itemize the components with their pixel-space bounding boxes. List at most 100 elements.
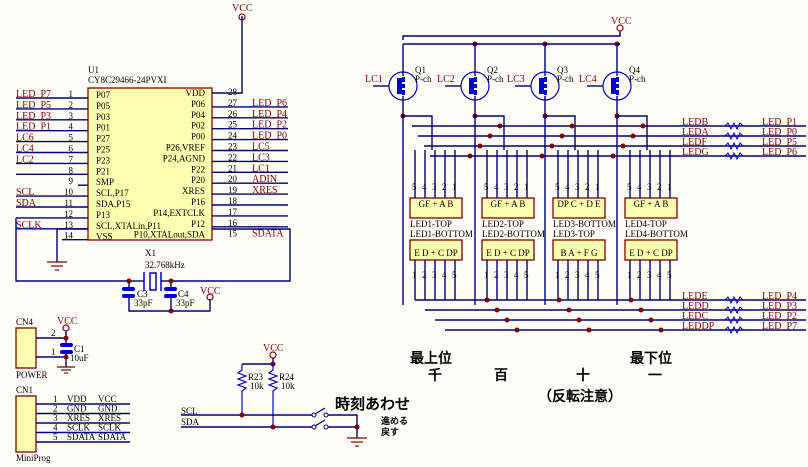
pin-number: 28 — [228, 87, 238, 97]
pin-number: 2 — [657, 182, 662, 192]
led-bottom-box — [624, 239, 678, 261]
led-top-segments: DP C + D E — [557, 199, 601, 209]
segment-net-leddp: LEDDP LED_P7 — [445, 321, 806, 335]
pin-number: 4 — [69, 122, 74, 132]
pin-number: 13 — [64, 220, 74, 230]
pin-number: 5 — [53, 432, 58, 442]
led-top-segments: GF + A B — [491, 199, 526, 209]
pin-number: 4 — [637, 182, 642, 192]
port-label: LED_P0 — [762, 127, 797, 138]
led-label-1: LED2-TOP — [482, 219, 524, 229]
pin-number: 1 — [452, 182, 457, 192]
pin-number: 1 — [53, 394, 58, 404]
pin-number: 14 — [64, 231, 74, 241]
pin-number: 3 — [575, 182, 580, 192]
net-label: SDA — [16, 198, 37, 209]
switch-circuit: VCC R23 10k R24 10k SCL SDA — [181, 343, 410, 447]
pin-number: 20 — [228, 174, 238, 184]
pin-name: P21 — [96, 166, 110, 176]
vcc-symbol — [616, 24, 624, 32]
net-label: SDATA — [98, 432, 127, 442]
ground-icon — [47, 261, 67, 271]
pin-number: 2 — [494, 270, 499, 280]
pin-name: P06 — [191, 99, 206, 109]
pin-number: 19 — [228, 185, 238, 195]
switch-label-back: 戻す — [380, 426, 399, 438]
net-label: SCLK — [98, 423, 122, 433]
transistor-type: P-ch — [415, 74, 432, 84]
led-top-segments: GF + A B — [634, 199, 669, 209]
pin-number: 5 — [627, 182, 632, 192]
r23-ref: R23 — [248, 372, 264, 382]
pin-number: 1 — [595, 182, 600, 192]
pin-number: 18 — [228, 196, 238, 206]
switch-advance[interactable] — [311, 407, 329, 418]
ground-icon — [347, 437, 367, 447]
pin-name: XRES — [67, 413, 90, 423]
pin-number: 15 — [228, 229, 238, 239]
pin-number: 2 — [53, 404, 58, 414]
pin-number: 3 — [647, 182, 652, 192]
switch-label-advance: 進める — [381, 415, 408, 427]
digit-tens: 十 — [576, 367, 590, 384]
led-module-2: GF + A BE D + C DPLED2-TOPLED2-BOTTOM514… — [474, 115, 545, 305]
switch-back[interactable] — [311, 419, 329, 430]
cn4-body — [15, 327, 37, 369]
transistor-type: P-ch — [557, 74, 574, 84]
pin-number: 4 — [422, 182, 427, 192]
pin-name: P27 — [96, 134, 111, 144]
net-label: LED_P3 — [16, 111, 51, 122]
port-label: LED_P7 — [762, 321, 797, 332]
pin-number: 5 — [484, 182, 489, 192]
pin-number: 2 — [637, 270, 642, 280]
pin-name: P24,AGND — [163, 153, 206, 163]
pin-number: 3 — [647, 270, 652, 280]
pin-number: 3 — [575, 270, 580, 280]
pin-name: P25 — [96, 145, 111, 155]
net-label: LC4 — [16, 144, 34, 155]
cn1-ref: CN1 — [16, 385, 33, 395]
cn4-label: POWER — [16, 370, 48, 380]
net-label: LEDG — [682, 147, 709, 158]
pin-name: VDD — [186, 88, 206, 98]
pin-name: P12 — [191, 219, 205, 229]
led-label-2: LED2-BOTTOM — [482, 229, 545, 239]
port-label: LED_P6 — [762, 147, 797, 158]
pin-number: 5 — [524, 270, 529, 280]
pin-number: 12 — [64, 209, 73, 219]
r23-value: 10k — [250, 381, 264, 391]
net-label: LEDDP — [682, 321, 715, 332]
led-bottom-box — [481, 239, 535, 261]
cn1-label: MiniProg — [16, 453, 51, 463]
net-label: SCL — [16, 187, 34, 198]
led-label-1: LED3-BOTTOM — [553, 219, 616, 229]
gate-label: LC4 — [579, 74, 597, 85]
led-top-box — [481, 197, 535, 219]
cn4-pin-num: 1 — [51, 347, 56, 357]
led-bottom-segments: B A + F G — [560, 248, 598, 258]
pin-number: 5 — [555, 182, 560, 192]
vcc-label: VCC — [200, 286, 221, 297]
led-bottom-segments: E D + C DP — [486, 248, 530, 258]
vcc-label: VCC — [57, 316, 78, 327]
vcc-symbol — [238, 13, 246, 21]
r24-value: 10k — [281, 381, 295, 391]
pin-number: 1 — [69, 89, 74, 99]
net-label: LC2 — [16, 154, 34, 165]
pin-number: 6 — [69, 144, 74, 154]
